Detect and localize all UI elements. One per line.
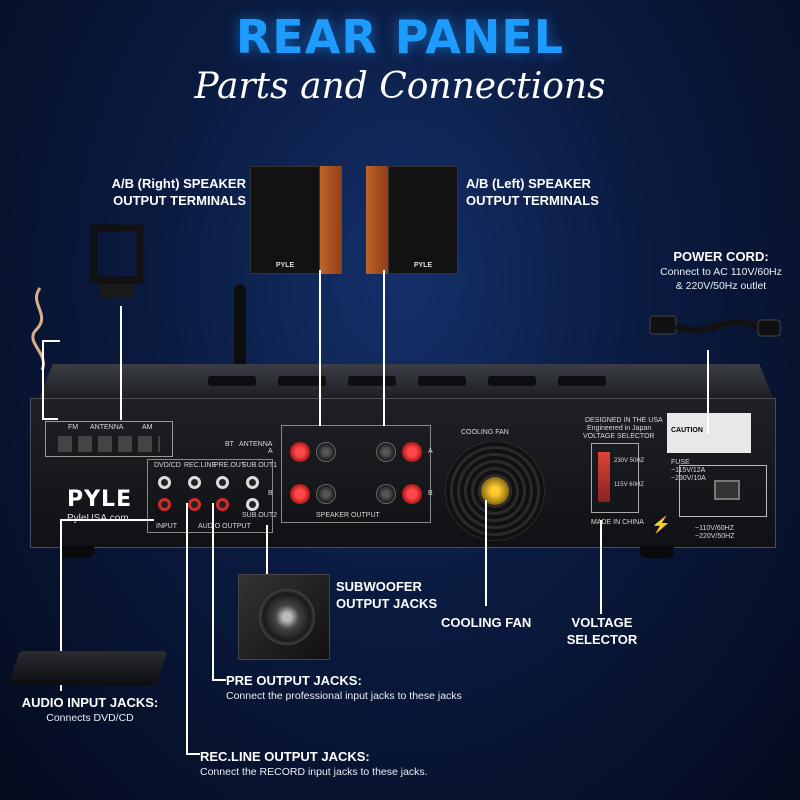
rec-line-jack-l[interactable] [188,476,201,489]
brand-logo: PYLE [67,487,133,512]
right-speaker: PYLE [250,166,342,274]
pre-output-callout: PRE OUTPUT JACKS: Connect the profession… [226,673,462,702]
speaker-b-left-negative[interactable] [376,484,396,504]
speaker-a-left-positive[interactable] [402,442,422,462]
subwoofer-callout: SUBWOOFER OUTPUT JACKS [336,579,438,611]
amplifier-foot [640,546,674,558]
pre-out-jack-r[interactable] [216,498,229,511]
left-speaker: PYLE [366,166,458,274]
speaker-brand: PYLE [413,262,433,269]
amplifier-foot [60,546,94,558]
sub-out1-jack[interactable] [246,476,259,489]
speaker-brand: PYLE [275,262,295,269]
am-loop-antenna-icon [90,224,144,298]
pre-out-jack-l[interactable] [216,476,229,489]
cooling-fan-grille [445,441,545,541]
speaker-b-left-positive[interactable] [402,484,422,504]
page-subtitle: Parts and Connections [194,66,606,107]
dvd-cd-jack-r[interactable] [158,498,171,511]
power-cord-callout: POWER CORD: Connect to AC 110V/60Hz & 22… [660,249,782,292]
dvd-cd-jack-l[interactable] [158,476,171,489]
power-inlet[interactable] [679,465,767,517]
speaker-b-right-positive[interactable] [290,484,310,504]
rca-jack-panel: DVD/CD REC.LINE PRE.OUT SUB.OUT1 SUB.OUT… [147,459,277,533]
ab-right-callout: A/B (Right) SPEAKER OUTPUT TERMINALS [111,176,246,208]
sub-out2-jack[interactable] [246,498,259,511]
speaker-b-right-negative[interactable] [316,484,336,504]
speaker-a-right-negative[interactable] [316,442,336,462]
warning-label: CAUTION [667,413,751,453]
fm-wire-antenna-icon [31,287,46,371]
voltage-selector-callout: VOLTAGE SELECTOR [566,615,638,647]
power-cord-icon [649,315,781,337]
lightning-icon: ⚡ [651,517,671,534]
brand-website: PyleUSA.com [67,513,129,524]
speaker-a-right-positive[interactable] [290,442,310,462]
audio-input-callout: AUDIO INPUT JACKS: Connects DVD/CD [21,695,159,724]
amplifier-top [38,364,774,400]
dvd-player-icon [8,651,168,685]
page-title: REAR PANEL [235,10,565,64]
antenna-terminals[interactable]: FM ANTENNA AM [45,421,173,457]
rec-line-callout: REC.LINE OUTPUT JACKS: Connect the RECOR… [200,749,428,778]
ab-left-callout: A/B (Left) SPEAKER OUTPUT TERMINALS [466,176,599,208]
rec-line-jack-r[interactable] [188,498,201,511]
speaker-output-panel: A B A B SPEAKER OUTPUT [268,425,433,523]
voltage-selector-switch[interactable]: 230V 50HZ 115V 60HZ [591,443,644,513]
subwoofer-icon [238,574,330,660]
speaker-a-left-negative[interactable] [376,442,396,462]
cooling-fan-callout: COOLING FAN [441,615,532,630]
amplifier-rear-panel: FM ANTENNA AM PYLE PyleUSA.com BT ANTENN… [30,398,776,548]
